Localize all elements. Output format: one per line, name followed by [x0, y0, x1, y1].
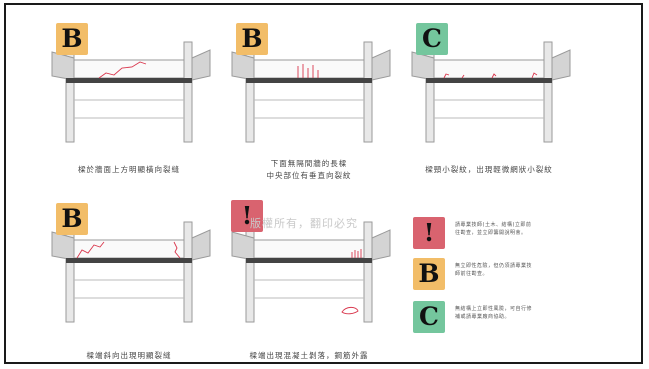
- beam-illustration: [231, 221, 391, 323]
- panel-beam-top-crack: B 樑於牆面上方明顯橫向裂縫: [44, 20, 214, 180]
- beam-illustration: [411, 41, 571, 143]
- legend-row-b: B 無立即性危險，但仍須請專業技 師前往勘查。: [413, 258, 583, 292]
- severity-badge: B: [413, 258, 445, 290]
- panel-caption: 樑於牆面上方明顯橫向裂縫: [78, 165, 180, 174]
- legend-text: 無結構上立即性風險，可自行修 補或請專業廠商協助。: [455, 306, 533, 320]
- panel-caption: 樑頸小裂紋，出現輕微網狀小裂紋: [425, 165, 553, 174]
- severity-badge: C: [413, 301, 445, 333]
- beam-illustration: [51, 221, 211, 323]
- alert-badge: !: [413, 217, 445, 249]
- legend-row-c: C 無結構上立即性風險，可自行修 補或請專業廠商協助。: [413, 301, 583, 335]
- panel-beam-diagonal-crack: B 樑端斜向出現明顯裂縫: [44, 200, 214, 360]
- panel-beam-hairline-cracks: C 樑頸小裂紋，出現輕微網狀小裂紋: [404, 20, 574, 180]
- beam-illustration: [51, 41, 211, 143]
- severity-badge: B: [56, 203, 88, 235]
- crack-lines: [297, 64, 319, 78]
- panel-caption: 樑端出現混凝土剝落，鋼筋外露: [249, 351, 369, 360]
- severity-badge: C: [416, 23, 448, 55]
- panel-caption: 下面無隔間牆的長樑 中央部位有垂直向裂紋: [266, 159, 352, 180]
- legend-text: 無立即性危險，但仍須請專業技 師前往勘查。: [455, 263, 533, 277]
- panel-caption: 樑端斜向出現明顯裂縫: [86, 351, 172, 360]
- spalling-marks: [341, 249, 362, 315]
- crack-lines: [443, 72, 538, 79]
- crack-line: [98, 61, 147, 79]
- crack-lines: [76, 241, 181, 259]
- beam-illustration: [231, 41, 391, 143]
- legend-text: 請專業技師(土木、結構)立即前 往勘查，並立即籌開說明會。: [455, 222, 532, 236]
- panel-beam-spalling: ! 樑端出現混凝土剝落，鋼筋外露: [224, 200, 394, 360]
- panel-beam-vertical-crack: B 下面無隔間牆的長樑 中央部位有垂直向裂紋: [224, 20, 394, 180]
- watermark-text: 版權所有，翻印必究: [250, 217, 358, 230]
- severity-badge: B: [56, 23, 88, 55]
- alert-badge: !: [231, 200, 263, 232]
- legend-row-alert: ! 請專業技師(土木、結構)立即前 往勘查，並立即籌開說明會。: [413, 217, 583, 251]
- severity-badge: B: [236, 23, 268, 55]
